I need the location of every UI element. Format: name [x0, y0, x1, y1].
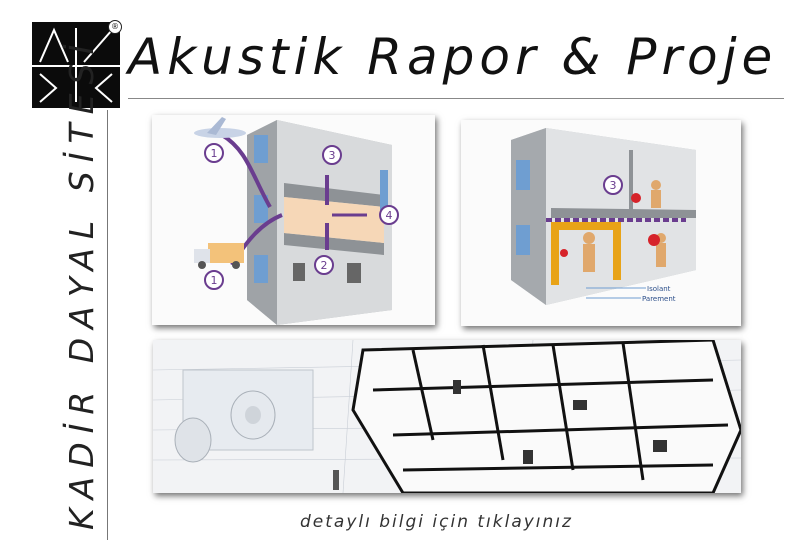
marker-1b-label: 1: [211, 274, 218, 287]
speaker-icon: [293, 263, 305, 281]
logo-mark-icon: [32, 22, 120, 108]
acoustic-diagram-panel[interactable]: 1 3 4 2 1: [152, 115, 435, 325]
airplane-icon: [194, 117, 246, 138]
marker-1-label: 1: [211, 147, 218, 160]
speaker-icon: [347, 263, 361, 283]
truck-icon: [194, 243, 244, 269]
person-icon: [583, 180, 666, 272]
insulation-building-illustration: 3 Isolant Parement: [461, 120, 741, 326]
parement-label: Parement: [642, 295, 676, 303]
title-divider: [128, 98, 784, 99]
pen-icon: [333, 470, 339, 490]
insulation-diagram-panel[interactable]: 3 Isolant Parement: [461, 120, 741, 326]
blueprint-roll-icon: [174, 369, 314, 463]
sound-source-icon: [631, 193, 641, 203]
site-logo[interactable]: [32, 22, 120, 108]
page-title: Akustik Rapor & Proje: [128, 28, 778, 86]
marker-3-label: 3: [329, 149, 336, 162]
sound-source-icon: [648, 234, 660, 246]
marker-3-label: 3: [610, 179, 617, 192]
vertical-divider: [107, 110, 108, 540]
marker-3: 3: [603, 175, 623, 195]
details-link[interactable]: detaylı bilgi için tıklayınız: [300, 512, 573, 532]
site-name-vertical: KADİR DAYAL SİTESİ: [62, 35, 101, 530]
acoustic-building-illustration: 1 3 4 2 1: [152, 115, 435, 325]
marker-2-label: 2: [321, 259, 328, 272]
marker-3: 3: [322, 145, 342, 165]
marker-4-label: 4: [386, 209, 393, 222]
marker-1-top: 1: [204, 143, 224, 163]
sound-source-icon: [560, 249, 568, 257]
marker-2: 2: [314, 255, 334, 275]
registered-mark: ®: [108, 20, 122, 34]
floorplan-image-panel[interactable]: [153, 340, 741, 493]
floorplan-3d-illustration: [153, 340, 741, 493]
marker-4: 4: [379, 205, 399, 225]
isolant-label: Isolant: [647, 285, 671, 293]
marker-1-bottom: 1: [204, 270, 224, 290]
